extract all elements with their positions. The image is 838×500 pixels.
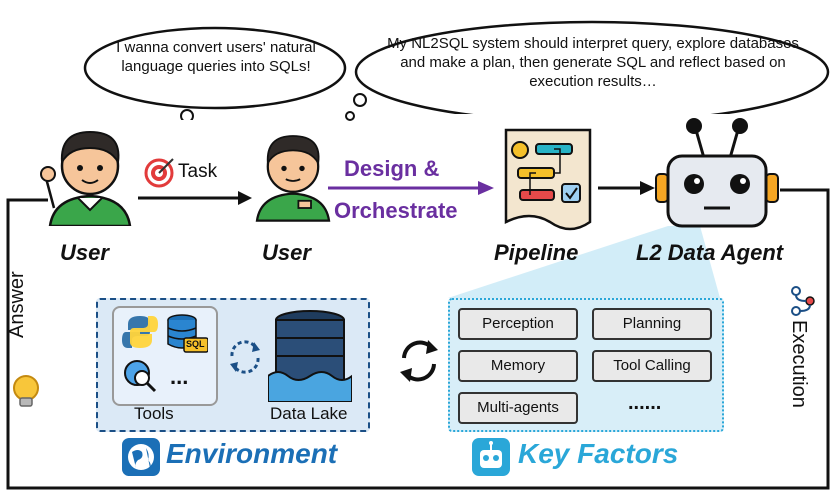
cycle-arrows-icon <box>400 340 438 382</box>
execution-label: Execution <box>788 320 810 408</box>
magnifier-icon <box>124 360 157 393</box>
sync-icon <box>230 340 260 374</box>
robot-icon <box>655 118 779 228</box>
user1-label: User <box>60 240 109 265</box>
pipeline-icon <box>504 128 592 231</box>
thought-bubble-user <box>83 26 347 120</box>
environment-title: Environment <box>166 438 338 469</box>
task-label: Task <box>178 161 218 182</box>
factor-more: ...... <box>628 392 662 414</box>
python-icon <box>122 316 158 348</box>
thought-bubble-dots <box>345 93 367 121</box>
tools-box <box>112 306 218 406</box>
datalake-label: Data Lake <box>270 404 348 423</box>
robot-badge-icon <box>472 438 510 476</box>
factor-memory: Memory <box>458 350 578 382</box>
factor-tool-calling: Tool Calling <box>592 350 712 382</box>
key-factors-title: Key Factors <box>518 438 679 469</box>
design-line1: Design & <box>344 156 440 181</box>
execution-flow-icon <box>791 286 815 316</box>
answer-label: Answer <box>6 271 28 338</box>
factor-multi-agents: Multi-agents <box>458 392 578 424</box>
lightbulb-icon <box>13 375 39 407</box>
thought-bubble-design-text: My NL2SQL system should interpret query,… <box>387 35 799 90</box>
agent-label: L2 Data Agent <box>636 240 784 265</box>
tools-ellipsis: ... <box>170 364 189 389</box>
sql-tag: SQL <box>186 339 205 349</box>
factor-planning: Planning <box>592 308 712 340</box>
globe-icon <box>122 438 160 476</box>
pipeline-label: Pipeline <box>494 240 579 265</box>
user-avatar-icon-2 <box>255 135 331 222</box>
thought-bubble-design <box>354 20 830 114</box>
target-icon <box>144 158 174 188</box>
user-avatar-icon <box>40 130 132 226</box>
factor-perception: Perception <box>458 308 578 340</box>
data-lake-icon <box>268 310 352 402</box>
user2-label: User <box>262 240 311 265</box>
design-line2: Orchestrate <box>334 198 458 223</box>
tools-label: Tools <box>134 404 174 423</box>
thought-bubble-user-text: I wanna convert users' natural language … <box>116 39 316 75</box>
database-icon <box>167 314 208 353</box>
